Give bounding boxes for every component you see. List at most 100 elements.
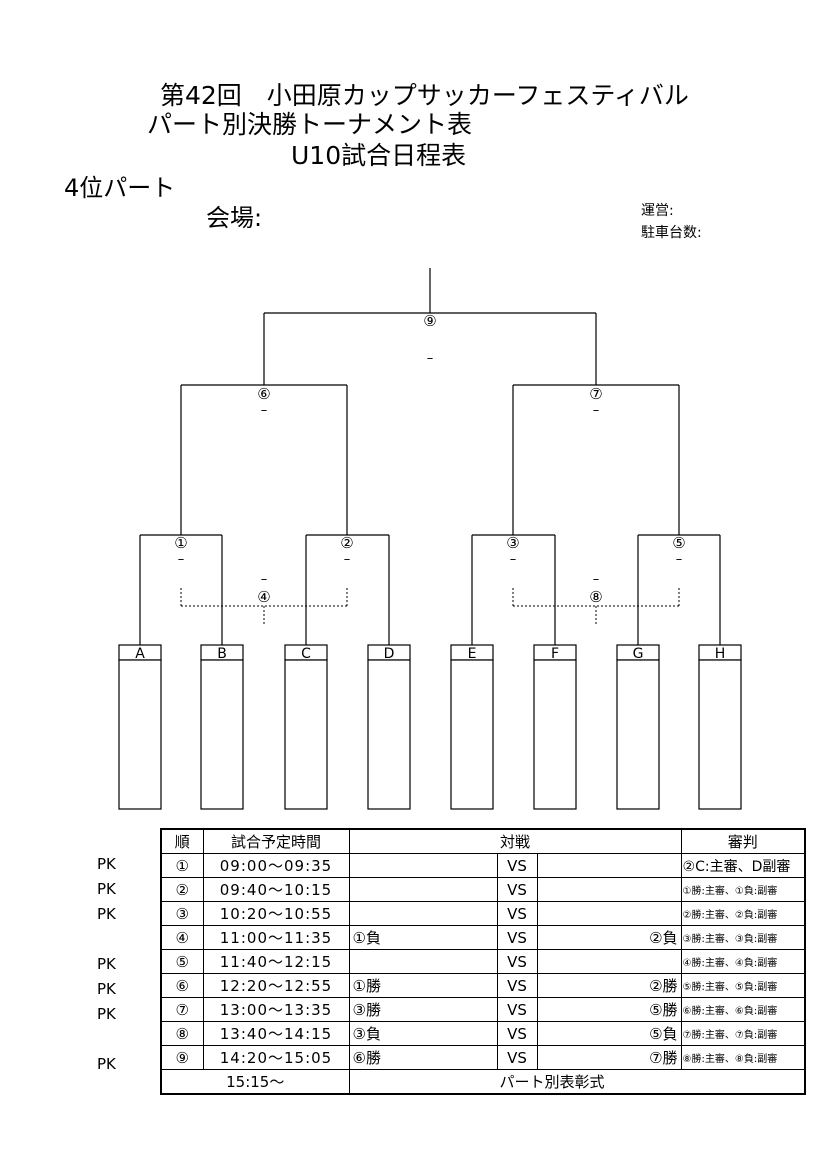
left-team: ③負 <box>348 1021 498 1046</box>
part-name: 4位パート <box>64 174 176 202</box>
vs-label: VS <box>496 973 538 998</box>
match-order: ⑨ <box>160 1045 204 1070</box>
ceremony-label: パート別表彰式 <box>348 1069 806 1095</box>
match-time: 14:20〜15:05 <box>202 1045 350 1070</box>
match-time: 09:00〜09:35 <box>202 853 350 878</box>
right-team <box>536 949 682 974</box>
match-order: ② <box>160 877 204 902</box>
team-name-box <box>450 659 494 810</box>
vs-label: VS <box>496 1021 538 1046</box>
match-order: ① <box>160 853 204 878</box>
team-label: D <box>384 646 395 662</box>
parking-label: 駐車台数: <box>641 225 702 241</box>
match-time: 13:40〜14:15 <box>202 1021 350 1046</box>
team-label: H <box>715 646 726 662</box>
score-dash-6: – <box>261 403 268 418</box>
right-team <box>536 901 682 926</box>
match-order: ⑧ <box>160 1021 204 1046</box>
match-6-label: ⑥ <box>257 385 270 403</box>
team-name-box <box>533 659 577 810</box>
right-team: ②負 <box>536 925 682 950</box>
team-label: G <box>633 646 644 662</box>
match-3-label: ③ <box>506 534 519 552</box>
match-8-label: ⑧ <box>589 588 602 606</box>
right-team: ⑤勝 <box>536 997 682 1022</box>
referee-assignment: ⑥勝:主審、⑥負:副審 <box>680 997 806 1022</box>
right-team <box>536 853 682 878</box>
match-5-label: ⑤ <box>672 534 685 552</box>
pk-marker: PK <box>97 1005 116 1023</box>
left-team: ①負 <box>348 925 498 950</box>
referee-assignment: ②C:主審、D副審 <box>680 853 806 878</box>
order-header: 順 <box>160 828 204 854</box>
team-name-box <box>118 659 162 810</box>
title-line-2: パート別決勝トーナメント表 <box>147 110 473 139</box>
match-order: ⑦ <box>160 997 204 1022</box>
management-label: 運営: <box>641 203 674 219</box>
consolation-lines <box>180 588 680 626</box>
vs-label: VS <box>496 925 538 950</box>
schedule-header-row: 順 試合予定時間 対戦 審判 <box>160 828 806 854</box>
left-team <box>348 901 498 926</box>
title-line-3: U10試合日程表 <box>291 141 467 170</box>
pk-marker: PK <box>97 980 116 998</box>
score-dash-1: – <box>178 552 185 567</box>
match-order: ④ <box>160 925 204 950</box>
score-dash-4: – <box>261 572 268 587</box>
left-team <box>348 853 498 878</box>
match-time: 13:00〜13:35 <box>202 997 350 1022</box>
venue-label: 会場: <box>206 204 263 232</box>
right-team: ②勝 <box>536 973 682 998</box>
team-label: C <box>301 646 311 662</box>
pk-marker: PK <box>97 955 116 973</box>
score-dash-2: – <box>344 552 351 567</box>
score-dash-7: – <box>593 403 600 418</box>
team-name-box <box>284 659 328 810</box>
pk-marker: PK <box>97 905 116 923</box>
team-label: E <box>468 646 477 662</box>
match-time: 09:40〜10:15 <box>202 877 350 902</box>
referee-assignment: ②勝:主審、②負:副審 <box>680 901 806 926</box>
referee-assignment: ④勝:主審、④負:副審 <box>680 949 806 974</box>
left-team <box>348 949 498 974</box>
bracket-lines <box>139 268 721 645</box>
score-dash-5: – <box>676 552 683 567</box>
match-4-label: ④ <box>257 588 270 606</box>
pk-marker: PK <box>97 1055 116 1073</box>
vs-label: VS <box>496 853 538 878</box>
match-time: 11:00〜11:35 <box>202 925 350 950</box>
team-label: A <box>135 646 145 662</box>
team-name-box <box>698 659 742 810</box>
match-time: 12:20〜12:55 <box>202 973 350 998</box>
right-team: ⑦勝 <box>536 1045 682 1070</box>
match-time: 11:40〜12:15 <box>202 949 350 974</box>
left-team: ①勝 <box>348 973 498 998</box>
match-order: ⑤ <box>160 949 204 974</box>
vs-label: VS <box>496 1045 538 1070</box>
pk-marker: PK <box>97 855 116 873</box>
match-7-label: ⑦ <box>589 385 602 403</box>
left-team: ③勝 <box>348 997 498 1022</box>
referee-assignment: ①勝:主審、①負:副審 <box>680 877 806 902</box>
score-dash-8: – <box>593 572 600 587</box>
referee-assignment: ⑤勝:主審、⑤負:副審 <box>680 973 806 998</box>
match-order: ③ <box>160 901 204 926</box>
time-header: 試合予定時間 <box>202 828 350 854</box>
team-label: B <box>217 646 227 662</box>
right-team: ⑤負 <box>536 1021 682 1046</box>
title-line-1: 第42回 小田原カップサッカーフェスティバル <box>160 81 689 110</box>
score-dash-9: – <box>427 351 434 366</box>
ceremony-row: 15:15〜 パート別表彰式 <box>160 1069 806 1095</box>
team-name-box <box>616 659 660 810</box>
referee-header: 審判 <box>680 828 806 854</box>
